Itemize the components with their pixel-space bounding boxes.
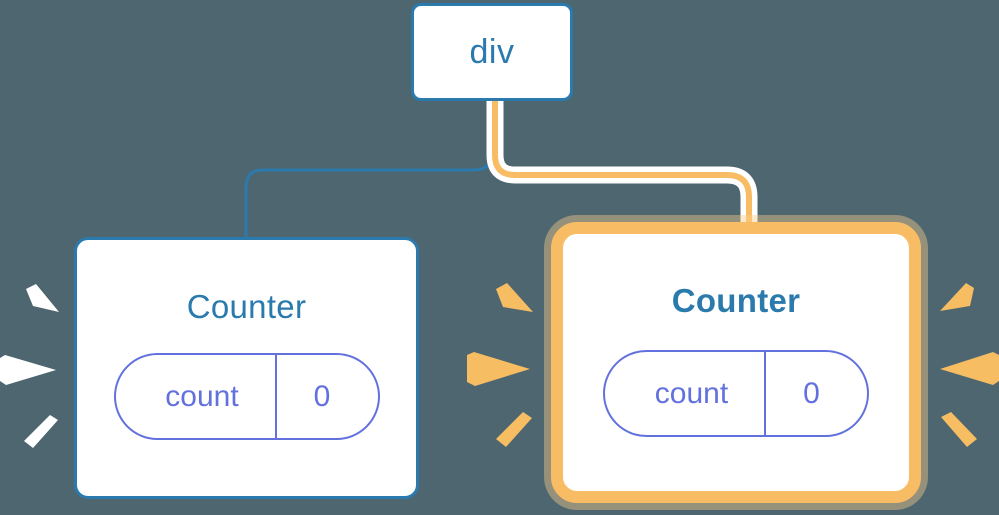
- state-pill-left[interactable]: count 0: [113, 353, 380, 440]
- state-pill-left-divider: [274, 355, 277, 438]
- node-counter-left-label: Counter: [186, 288, 307, 325]
- node-counter-right[interactable]: Counter count 0: [551, 222, 921, 503]
- edge-div-to-left-counter: [244, 99, 494, 240]
- edge-div-to-right-counter-halo: [486, 92, 758, 241]
- state-pill-right[interactable]: count 0: [603, 350, 869, 437]
- state-pill-right-key: count: [654, 376, 729, 410]
- node-div-label: div: [469, 32, 515, 71]
- node-div[interactable]: div: [411, 3, 573, 101]
- state-pill-right-divider: [764, 352, 766, 435]
- node-counter-right-label: Counter: [671, 282, 801, 319]
- state-pill-left-value: 0: [313, 379, 331, 413]
- edge-div-to-right-counter: [492, 98, 752, 235]
- state-pill-right-value: 0: [803, 376, 820, 410]
- state-pill-left-key: count: [165, 379, 239, 413]
- node-counter-left[interactable]: Counter count 0: [74, 237, 419, 499]
